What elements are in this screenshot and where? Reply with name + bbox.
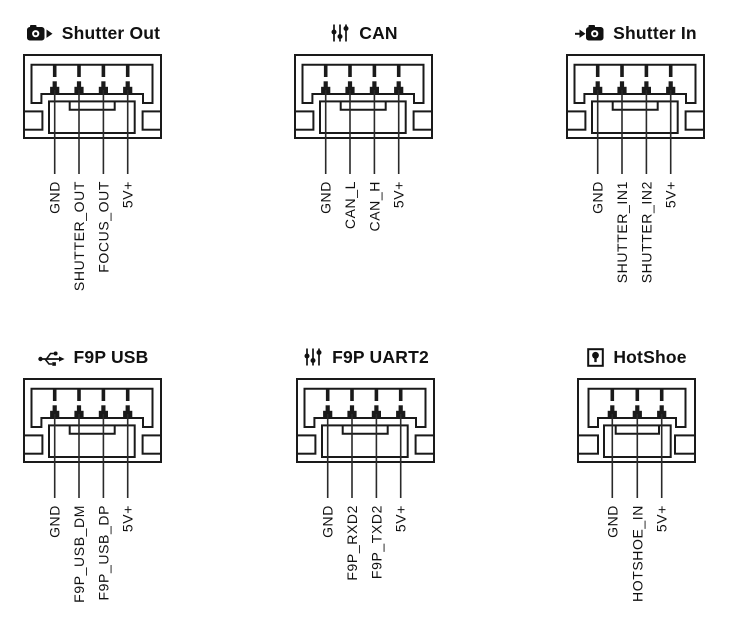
connector-card-f9p-uart2: F9P UART2 GND F9P_RXD2 F9P_TXD2 5V+ — [296, 344, 436, 628]
connector-body — [296, 378, 435, 463]
pin-label: 5V+ — [654, 505, 670, 532]
pin-leader-lines — [53, 414, 129, 498]
connector-drawing: GND HOTSHOE_IN 5V+ — [577, 378, 696, 602]
pin-leader-lines — [611, 414, 663, 498]
connector-drawing: GND CAN_L CAN_H 5V+ — [294, 54, 433, 231]
connector-title-label: F9P UART2 — [332, 346, 429, 367]
pin-label: GND — [47, 505, 63, 538]
connector-title: Shutter In — [575, 20, 697, 46]
pin-label: F9P_RXD2 — [344, 505, 360, 581]
pin-label: GND — [318, 181, 334, 214]
connector-title: CAN — [330, 20, 398, 46]
connector-drawing: GND SHUTTER_IN1 SHUTTER_IN2 5V+ — [566, 54, 705, 283]
pin-label: FOCUS_OUT — [95, 181, 111, 273]
pin-labels: GND SHUTTER_IN1 SHUTTER_IN2 5V+ — [590, 181, 679, 283]
pin-labels: GND HOTSHOE_IN 5V+ — [604, 505, 669, 602]
connector-title: F9P UART2 — [303, 344, 429, 370]
pin-leader-lines — [596, 90, 672, 174]
sliders-icon — [303, 347, 323, 367]
connector-card-can: CAN GND CAN_L CAN_H 5V+ — [294, 20, 434, 304]
connector-title: Shutter Out — [26, 20, 160, 46]
pin-label: GND — [320, 505, 336, 538]
pin-leader-lines — [326, 414, 402, 498]
pin-label: F9P_TXD2 — [368, 505, 384, 579]
pin-label: GND — [590, 181, 606, 214]
connector-title-label: Shutter In — [613, 22, 697, 43]
pin-label: 5V+ — [120, 505, 136, 532]
connector-title: F9P USB — [37, 344, 149, 370]
pin-label: CAN_H — [366, 181, 382, 231]
connector-card-hotshoe: HotShoe GND HOTSHOE_IN 5V+ — [577, 344, 697, 628]
pin-label: 5V+ — [393, 505, 409, 532]
pin-label: F9P_USB_DP — [95, 505, 111, 600]
pin-labels: GND SHUTTER_OUT FOCUS_OUT 5V+ — [47, 181, 136, 291]
pin-label: GND — [604, 505, 620, 538]
pin-label: SHUTTER_IN1 — [614, 181, 630, 283]
connector-body — [23, 378, 162, 463]
connector-body — [23, 54, 162, 139]
pin-leader-lines — [53, 90, 129, 174]
connector-title-label: CAN — [359, 22, 398, 43]
pin-label: HOTSHOE_IN — [629, 505, 645, 602]
usb-icon — [37, 348, 65, 366]
connector-drawing: GND SHUTTER_OUT FOCUS_OUT 5V+ — [23, 54, 162, 291]
pin-labels: GND F9P_RXD2 F9P_TXD2 5V+ — [320, 505, 409, 581]
pin-label: CAN_L — [342, 181, 358, 229]
connector-body — [566, 54, 705, 139]
pin-label: F9P_USB_DM — [71, 505, 87, 603]
camera-arrow-in-icon — [575, 23, 604, 43]
pin-label: GND — [47, 181, 63, 214]
connector-drawing: GND F9P_RXD2 F9P_TXD2 5V+ — [296, 378, 435, 581]
connector-card-f9p-usb: F9P USB GND F9P_USB_DM F9P_USB_DP 5V+ — [23, 344, 163, 628]
hotshoe-icon — [587, 347, 605, 367]
pin-labels: GND F9P_USB_DM F9P_USB_DP 5V+ — [47, 505, 136, 603]
connector-body — [294, 54, 433, 139]
connector-title: HotShoe — [587, 344, 686, 370]
connector-title-label: Shutter Out — [61, 22, 161, 43]
pin-label: SHUTTER_IN2 — [638, 181, 654, 283]
connector-card-shutter-in: Shutter In GND SHUTTER_IN1 SHUTTER_IN2 5… — [566, 20, 706, 304]
pin-label: 5V+ — [120, 181, 136, 208]
sliders-icon — [330, 23, 350, 43]
connector-title-label: HotShoe — [613, 346, 687, 367]
pin-leader-lines — [324, 90, 400, 174]
connector-title-label: F9P USB — [73, 346, 149, 367]
camera-arrow-out-icon — [26, 23, 53, 43]
pin-labels: GND CAN_L CAN_H 5V+ — [318, 181, 407, 231]
connector-card-shutter-out: Shutter Out GND SHUTTER_OUT FOCUS_OUT 5V… — [23, 20, 163, 304]
pin-label: SHUTTER_OUT — [71, 181, 87, 291]
pin-label: 5V+ — [391, 181, 407, 208]
pin-label: 5V+ — [663, 181, 679, 208]
connector-drawing: GND F9P_USB_DM F9P_USB_DP 5V+ — [23, 378, 162, 603]
